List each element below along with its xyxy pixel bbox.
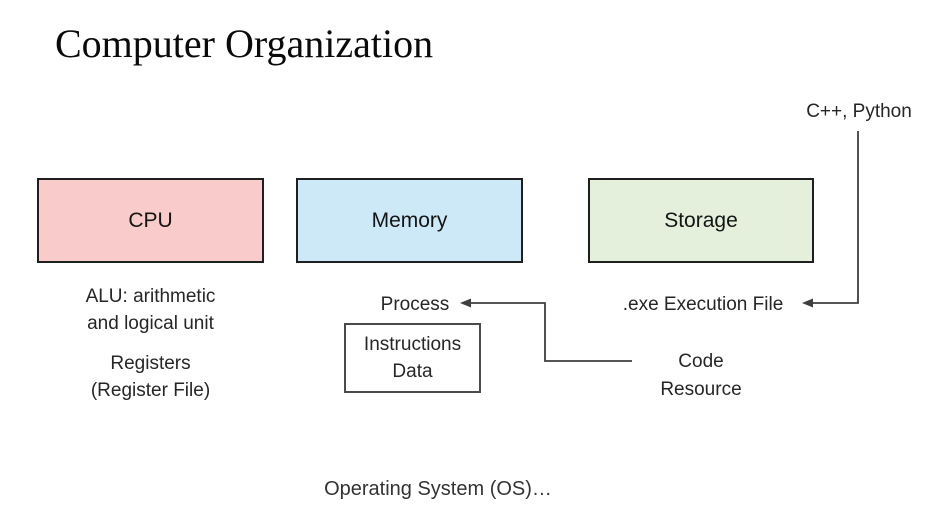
cpu-box: CPU [37, 178, 264, 263]
cpu-box-label: CPU [128, 208, 173, 232]
operating-system-label: Operating System (OS)… [324, 478, 552, 500]
storage-box: Storage [588, 178, 814, 263]
instructions-label: Instructions [363, 334, 462, 355]
registers-note-line1: Registers [110, 353, 191, 374]
code-label-line2: Resource [660, 379, 742, 400]
languages-label: C++, Python [806, 101, 912, 122]
data-label: Data [392, 361, 433, 382]
memory-box-label: Memory [371, 208, 448, 232]
memory-box: Memory [296, 178, 523, 263]
alu-note-line2: and logical unit [87, 313, 214, 334]
alu-note: ALU: arithmetic and logical unit [37, 283, 264, 337]
registers-note-line2: (Register File) [90, 380, 211, 401]
process-label: Process [380, 294, 450, 315]
code-resource-label: Code Resource [641, 348, 761, 404]
slide-title: Computer Organization [55, 21, 434, 66]
code-label-line1: Code [678, 351, 724, 372]
alu-note-line1: ALU: arithmetic [85, 286, 216, 307]
exe-file-label: .exe Execution File [622, 294, 784, 315]
registers-note: Registers (Register File) [37, 350, 264, 404]
storage-box-label: Storage [664, 208, 738, 232]
instructions-data-box: Instructions Data [344, 323, 481, 393]
